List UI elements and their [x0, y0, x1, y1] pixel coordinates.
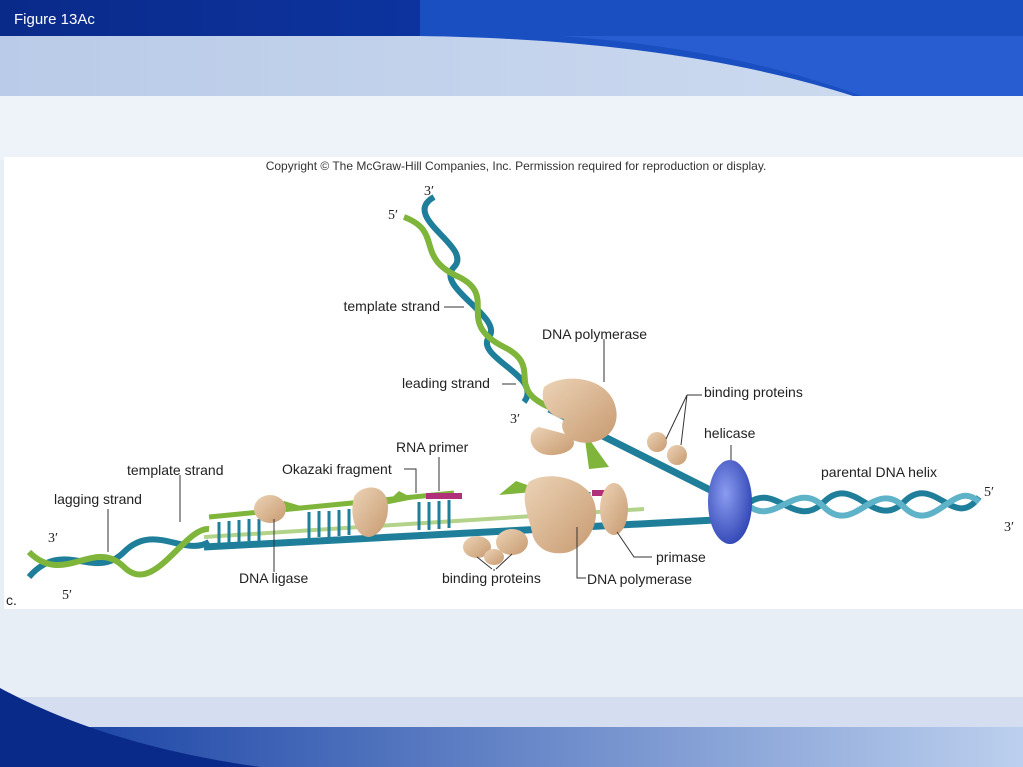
- footer-band: [0, 697, 1023, 727]
- end-left-5: 5′: [62, 588, 72, 603]
- label-leading-strand: leading strand: [402, 375, 490, 391]
- panel-letter: c.: [6, 592, 17, 608]
- rna-primer: [426, 493, 462, 499]
- label-lagging-strand: lagging strand: [54, 491, 142, 507]
- okazaki-protein: [352, 487, 389, 537]
- label-rna-primer: RNA primer: [396, 439, 469, 455]
- copyright-notice: Copyright © The McGraw-Hill Companies, I…: [266, 159, 767, 173]
- label-template-strand-left: template strand: [127, 462, 224, 478]
- label-parental-dna-helix: parental DNA helix: [821, 464, 937, 480]
- end-right-3: 3′: [1004, 520, 1014, 535]
- end-leading-3: 3′: [510, 412, 520, 427]
- label-dna-polymerase-top: DNA polymerase: [542, 326, 647, 342]
- leader-lines: [107, 306, 732, 579]
- binding-proteins-bottom: [463, 529, 528, 565]
- label-binding-proteins-top: binding proteins: [704, 384, 803, 400]
- dna-ligase-shape: [254, 495, 286, 523]
- end-top-5: 5′: [388, 208, 398, 223]
- label-okazaki-fragment: Okazaki fragment: [282, 461, 392, 477]
- left-helix: [26, 526, 211, 580]
- replication-figure: Copyright © The McGraw-Hill Companies, I…: [4, 157, 1023, 609]
- lagging-template-strand: [203, 515, 735, 551]
- binding-proteins-top: [647, 432, 687, 465]
- label-template-strand-top: template strand: [344, 298, 441, 314]
- label-primase: primase: [656, 549, 706, 565]
- slide-title: Figure 13Ac: [14, 11, 95, 28]
- label-dna-polymerase-bottom: DNA polymerase: [587, 571, 692, 587]
- replication-diagram: Copyright © The McGraw-Hill Companies, I…: [6, 159, 1014, 608]
- top-helix: [402, 194, 551, 410]
- dna-polymerase-top: [530, 378, 617, 456]
- helicase: [708, 460, 752, 544]
- end-left-3: 3′: [48, 531, 58, 546]
- end-top-3: 3′: [424, 184, 434, 199]
- dna-polymerase-bottom: [524, 476, 628, 554]
- footer-swoosh: [0, 688, 260, 767]
- label-binding-proteins-bottom: binding proteins: [442, 570, 541, 586]
- label-helicase: helicase: [704, 425, 756, 441]
- label-dna-ligase: DNA ligase: [239, 570, 308, 586]
- end-right-5: 5′: [984, 485, 994, 500]
- parental-helix: [741, 490, 982, 519]
